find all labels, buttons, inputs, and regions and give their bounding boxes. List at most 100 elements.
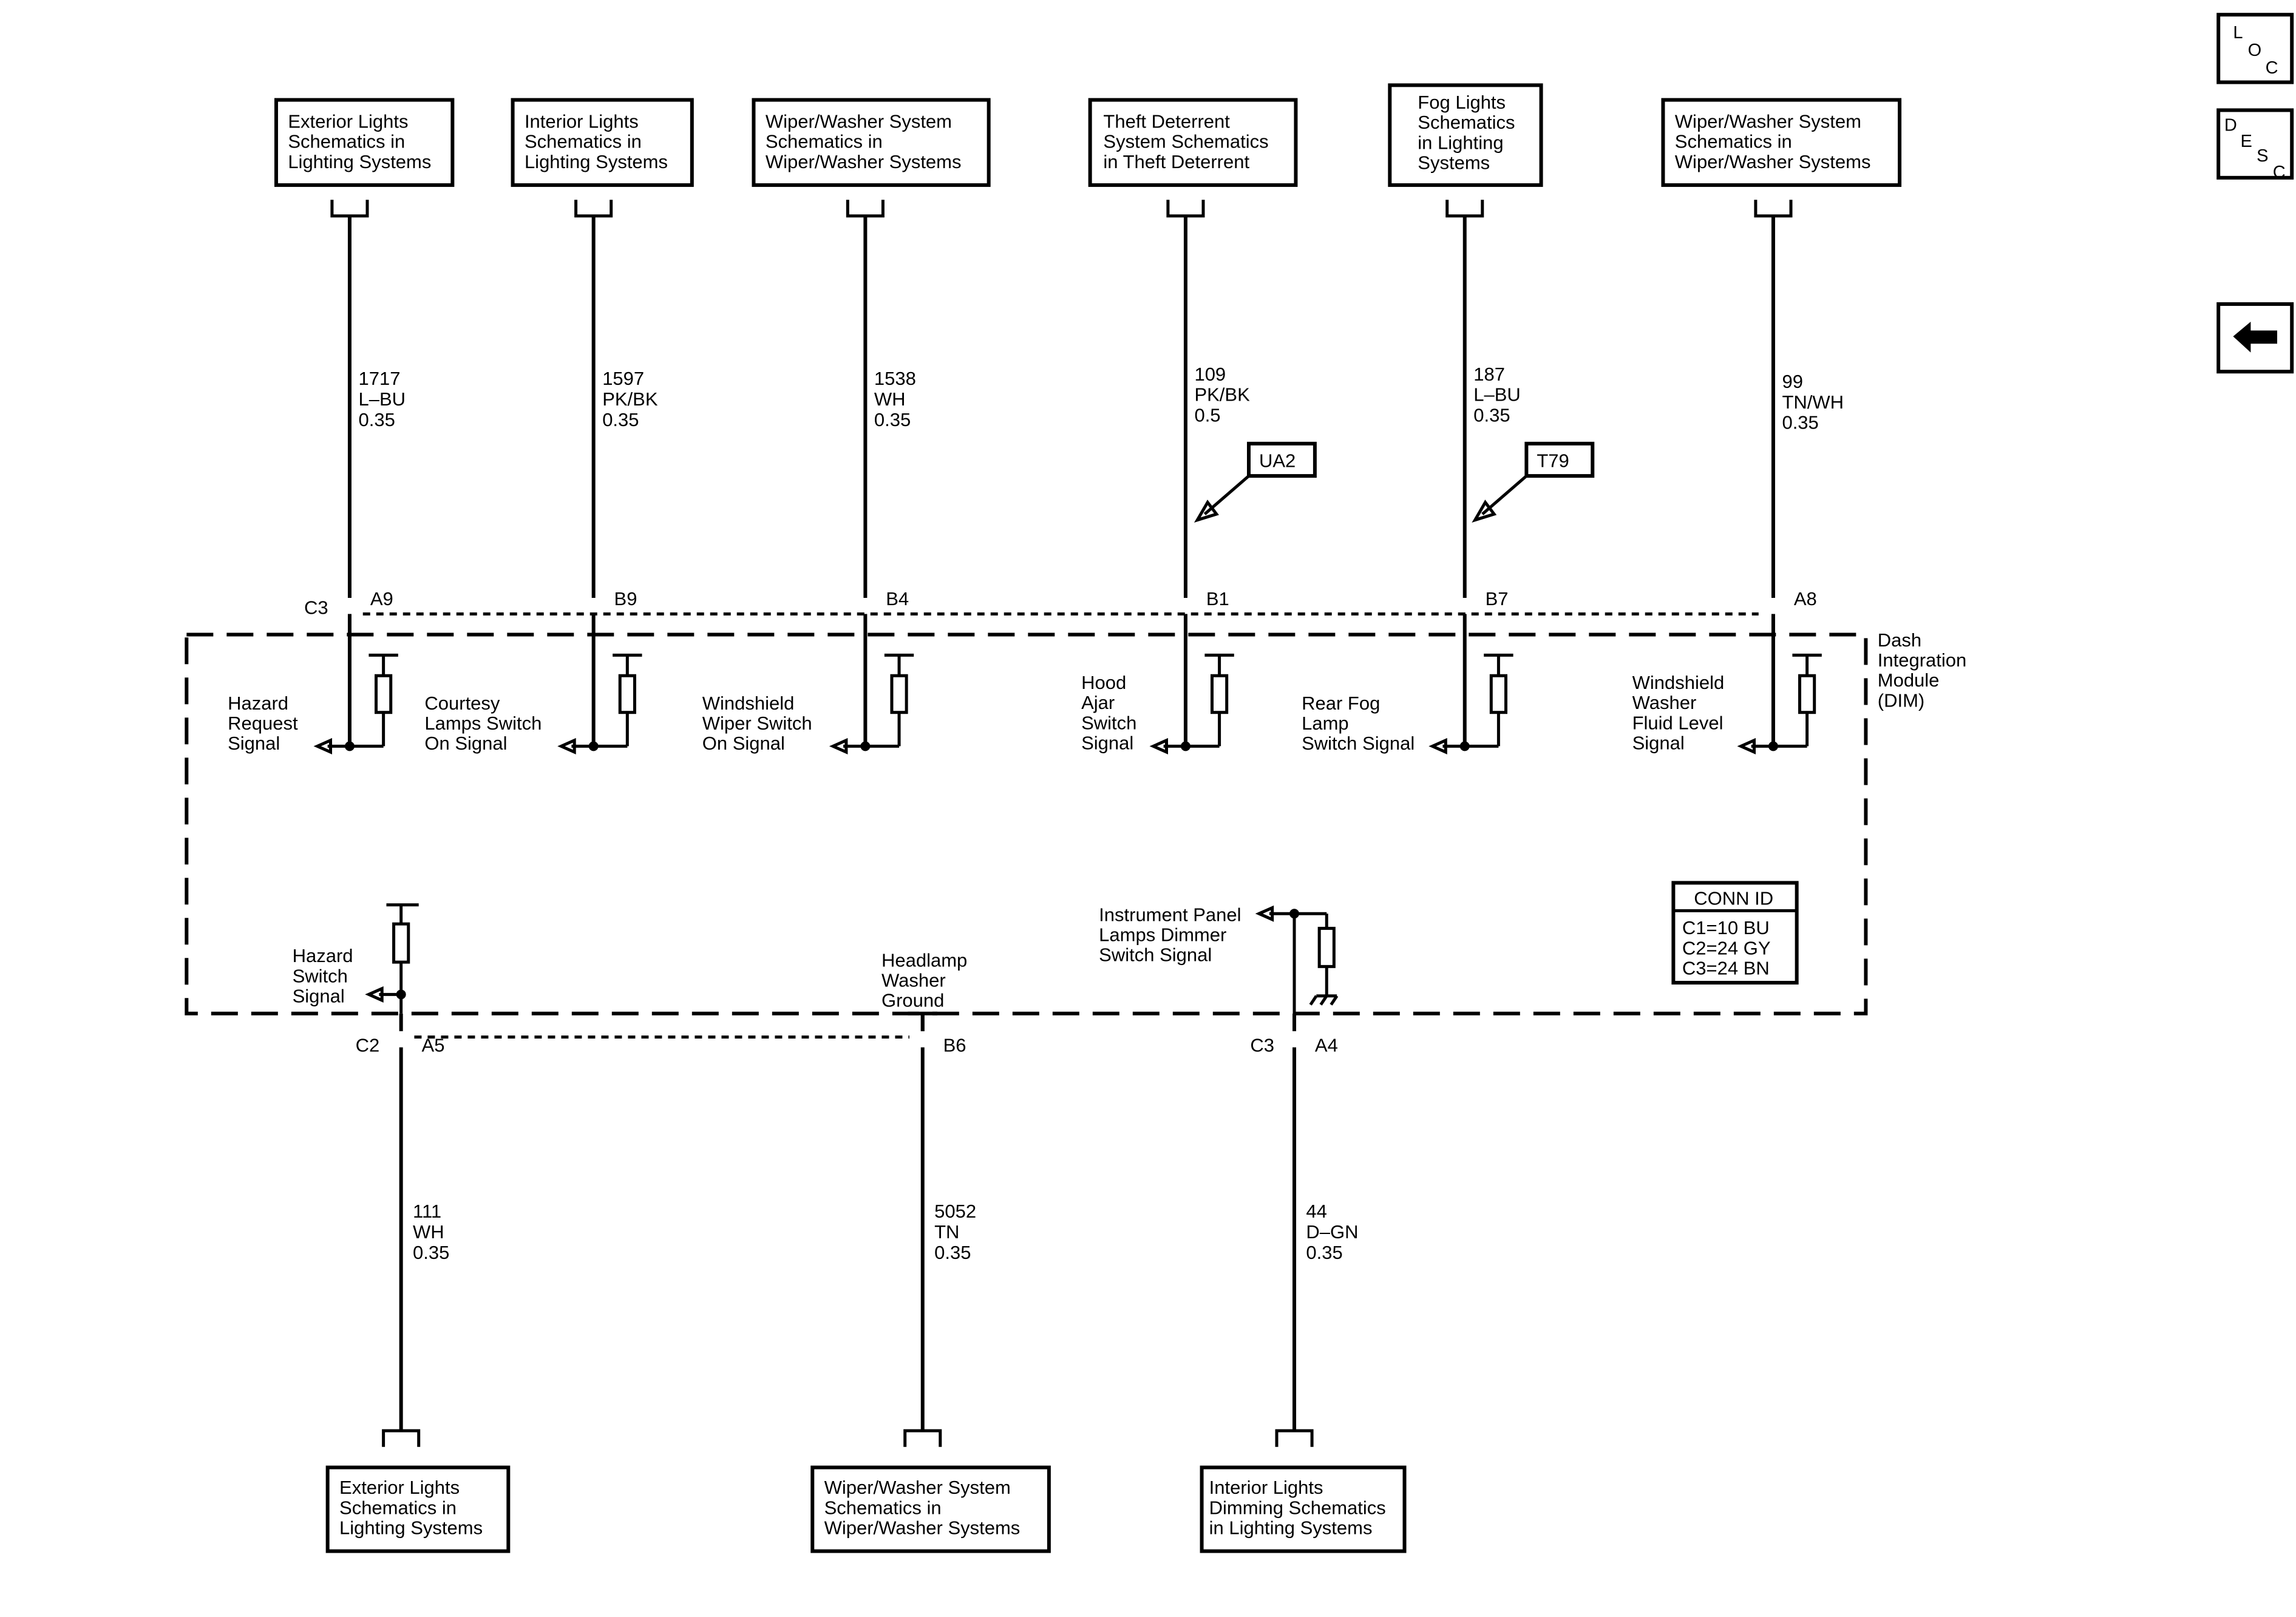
reference-text-line: Theft Deterrent	[1103, 111, 1230, 132]
module-name-line: Dash	[1878, 629, 1921, 651]
conn-id-line-line: C2=24 GY	[1682, 937, 1771, 958]
chassis-ground	[1309, 995, 1318, 1006]
resistor	[392, 922, 410, 964]
option-code-box	[1524, 441, 1595, 478]
schematic-reference-box	[1388, 83, 1543, 187]
signal-label-line: On Signal	[424, 733, 507, 754]
option-code-box	[1247, 441, 1317, 478]
pin-label: B4	[886, 588, 909, 609]
signal-label-line: Fluid Level	[1632, 712, 1724, 733]
schematic-reference-box	[1088, 98, 1298, 187]
signal-arrow	[829, 737, 848, 754]
wire-color: D–GN	[1306, 1221, 1358, 1242]
connector-bracket	[330, 200, 369, 218]
wire-color: L–BU	[358, 388, 406, 410]
junction-dot	[1289, 909, 1300, 919]
wire-gauge: 0.35	[1306, 1242, 1342, 1263]
pin-label: A9	[370, 588, 393, 609]
module-name-line: Integration	[1878, 649, 1967, 671]
signal-label-line: Switch	[1081, 712, 1136, 733]
connector-bracket	[1445, 200, 1484, 218]
resistor	[1211, 674, 1229, 714]
reference-text-line: System Schematics	[1103, 131, 1268, 152]
reference-text-line: Schematics in	[1675, 131, 1792, 152]
circuit-number: 5052	[934, 1201, 976, 1222]
signal-label-line: Signal	[1632, 732, 1685, 753]
signal-arrow	[1255, 905, 1274, 922]
signal-arrow	[1737, 737, 1756, 754]
back-button[interactable]	[2216, 302, 2294, 374]
loc-button-letter: C	[2266, 58, 2278, 78]
reference-text-line: Schematics in	[525, 131, 642, 152]
signal-label-line: Washer	[881, 970, 946, 991]
signal-label-line: Lamp	[1302, 713, 1349, 734]
connector-bracket	[903, 1429, 942, 1447]
desc-button-letter: S	[2257, 146, 2268, 166]
schematic-reference-box	[810, 1465, 1051, 1553]
pin-label: A4	[1315, 1035, 1338, 1056]
loc-button[interactable]: LOC	[2216, 13, 2294, 84]
conn-id-line-line: C3=24 BN	[1682, 957, 1770, 978]
connector-bracket	[1166, 200, 1205, 218]
connector-bracket	[382, 1429, 421, 1447]
reference-text-line: Lighting Systems	[288, 151, 431, 172]
connector-bracket	[846, 200, 885, 218]
loc-button-letter: O	[2248, 41, 2262, 60]
conn-id-title: CONN ID	[1694, 888, 1773, 909]
signal-label-line: Hazard	[293, 945, 353, 966]
reference-text-line: Interior Lights	[1209, 1477, 1323, 1498]
signal-label-line: Hazard	[228, 693, 288, 714]
schematic-reference-box	[1200, 1465, 1407, 1553]
reference-text-line: Wiper/Washer Systems	[1675, 151, 1871, 172]
signal-arrow	[557, 737, 576, 754]
resistor	[1317, 926, 1336, 968]
signal-label-line: Signal	[228, 733, 280, 754]
connector-bracket	[1754, 200, 1793, 218]
signal-label-line: Wiper Switch	[702, 713, 812, 734]
resistor	[375, 674, 393, 714]
schematic-reference-box	[511, 98, 694, 187]
reference-text-line: Dimming Schematics	[1209, 1497, 1386, 1518]
wire-color: TN/WH	[1782, 392, 1844, 413]
resistor	[890, 674, 908, 714]
circuit-number: 1538	[874, 368, 916, 389]
signal-label-line: Request	[228, 713, 298, 734]
reference-text-line: Exterior Lights	[288, 111, 408, 132]
desc-button-letter: D	[2224, 115, 2237, 135]
wire-color: PK/BK	[1194, 384, 1250, 405]
signal-label-line: On Signal	[702, 733, 785, 754]
circuit-number: 1597	[602, 368, 644, 389]
signal-label-line: Windshield	[1632, 672, 1725, 693]
reference-text-line: Wiper/Washer System	[1675, 111, 1861, 132]
pin-label: A8	[1794, 588, 1817, 609]
connector-bracket	[1275, 1429, 1314, 1447]
signal-label-line: Ajar	[1081, 692, 1115, 713]
wire-gauge: 0.35	[1782, 412, 1818, 433]
wire-gauge: 0.35	[874, 409, 911, 430]
reference-text-line: Schematics in	[824, 1497, 942, 1518]
signal-arrow	[1428, 737, 1447, 754]
signal-label-line: Headlamp	[881, 949, 967, 971]
reference-text-line: Exterior Lights	[339, 1477, 460, 1498]
pin-label: B9	[614, 588, 637, 609]
connector-label: C3	[1250, 1035, 1274, 1056]
signal-label-line: Washer	[1632, 692, 1697, 713]
connector-bracket	[574, 200, 613, 218]
signal-arrow	[313, 737, 332, 754]
schematic-reference-box	[1661, 98, 1902, 187]
circuit-number: 109	[1194, 364, 1226, 385]
circuit-number: 187	[1473, 364, 1505, 385]
signal-label-line: Ground	[881, 990, 944, 1011]
wire-gauge: 0.35	[934, 1242, 971, 1263]
wire-gauge: 0.35	[358, 409, 395, 430]
resistor	[1489, 674, 1508, 714]
loc-button-letter: L	[2233, 23, 2243, 42]
loc-button-frame	[2216, 13, 2294, 84]
reference-text-line: in Theft Deterrent	[1103, 151, 1249, 172]
wire-gauge: 0.35	[413, 1242, 449, 1263]
circuit-number: 99	[1782, 371, 1802, 392]
schematic-reference-box	[752, 98, 991, 187]
schematic-reference-box	[274, 98, 455, 187]
